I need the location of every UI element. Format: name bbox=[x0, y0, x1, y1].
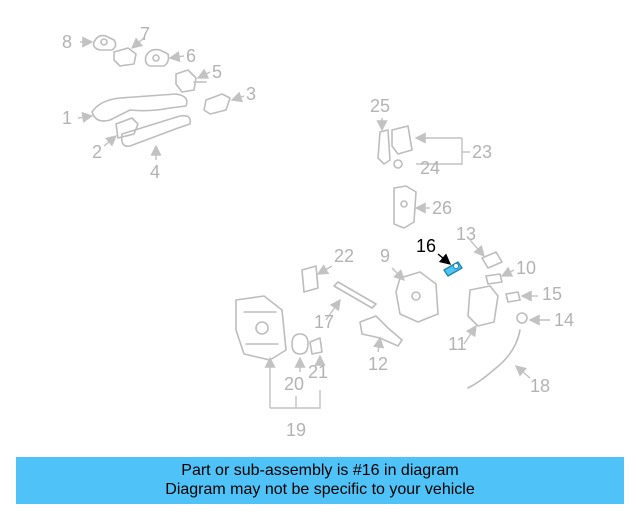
part-12-bracket[interactable] bbox=[359, 315, 403, 347]
part-11-bracket[interactable] bbox=[467, 285, 499, 327]
part-23-striker[interactable] bbox=[391, 125, 413, 155]
part-8-cap[interactable] bbox=[92, 34, 117, 51]
part-20-grommet[interactable] bbox=[291, 333, 309, 355]
label-8: 8 bbox=[62, 32, 72, 52]
part-3-gasket[interactable] bbox=[203, 93, 231, 115]
label-20: 20 bbox=[284, 374, 304, 394]
part-17-rod[interactable] bbox=[333, 281, 377, 309]
label-3: 3 bbox=[246, 84, 256, 104]
part-14-clip[interactable] bbox=[516, 312, 528, 324]
part-9-actuator[interactable] bbox=[395, 271, 439, 323]
part-1-handle[interactable] bbox=[91, 93, 188, 122]
label-6: 6 bbox=[186, 46, 196, 66]
part-25-bracket[interactable] bbox=[377, 129, 391, 165]
part-16-highlighted[interactable] bbox=[443, 261, 463, 277]
part-10-bolt[interactable] bbox=[485, 273, 503, 285]
part-4-frame[interactable] bbox=[120, 114, 192, 148]
label-11: 11 bbox=[448, 334, 467, 354]
part-2-pad[interactable] bbox=[115, 117, 139, 139]
label-22: 22 bbox=[334, 246, 354, 266]
label-5: 5 bbox=[212, 62, 222, 82]
banner-line-1: Part or sub-assembly is #16 in diagram bbox=[181, 462, 459, 479]
label-18: 18 bbox=[530, 376, 550, 396]
label-13: 13 bbox=[456, 224, 476, 244]
part-24-screw[interactable] bbox=[393, 159, 403, 169]
label-12: 12 bbox=[368, 354, 388, 374]
part-18-cable[interactable] bbox=[467, 329, 521, 389]
label-16: 16 bbox=[416, 236, 436, 256]
label-9: 9 bbox=[380, 246, 390, 266]
label-10: 10 bbox=[516, 258, 536, 278]
label-4: 4 bbox=[150, 162, 160, 182]
label-17: 17 bbox=[314, 312, 334, 332]
label-21: 21 bbox=[308, 362, 328, 382]
part-5-lock[interactable] bbox=[175, 69, 207, 93]
part-main-lock-assembly[interactable] bbox=[235, 295, 287, 361]
label-7: 7 bbox=[140, 24, 150, 44]
info-banner: Part or sub-assembly is #16 in diagram D… bbox=[16, 457, 624, 504]
label-26: 26 bbox=[432, 198, 452, 218]
part-26-latch[interactable] bbox=[393, 185, 417, 229]
part-22-cover[interactable] bbox=[301, 265, 319, 293]
label-14: 14 bbox=[554, 310, 574, 330]
label-25: 25 bbox=[370, 96, 390, 116]
label-19: 19 bbox=[286, 420, 306, 440]
part-13-cover[interactable] bbox=[481, 251, 503, 269]
label-24: 24 bbox=[420, 158, 440, 178]
part-15-pin[interactable] bbox=[505, 291, 521, 303]
part-21-plug[interactable] bbox=[309, 337, 323, 355]
part-6-cylinder[interactable] bbox=[144, 48, 170, 67]
part-7-plug[interactable] bbox=[113, 47, 137, 67]
label-23: 23 bbox=[472, 142, 492, 162]
banner-line-2: Diagram may not be specific to your vehi… bbox=[165, 481, 475, 498]
parts-diagram: 8 7 6 5 3 1 2 4 25 23 bbox=[62, 24, 574, 440]
label-1: 1 bbox=[62, 108, 72, 128]
label-2: 2 bbox=[92, 142, 102, 162]
label-15: 15 bbox=[542, 284, 562, 304]
